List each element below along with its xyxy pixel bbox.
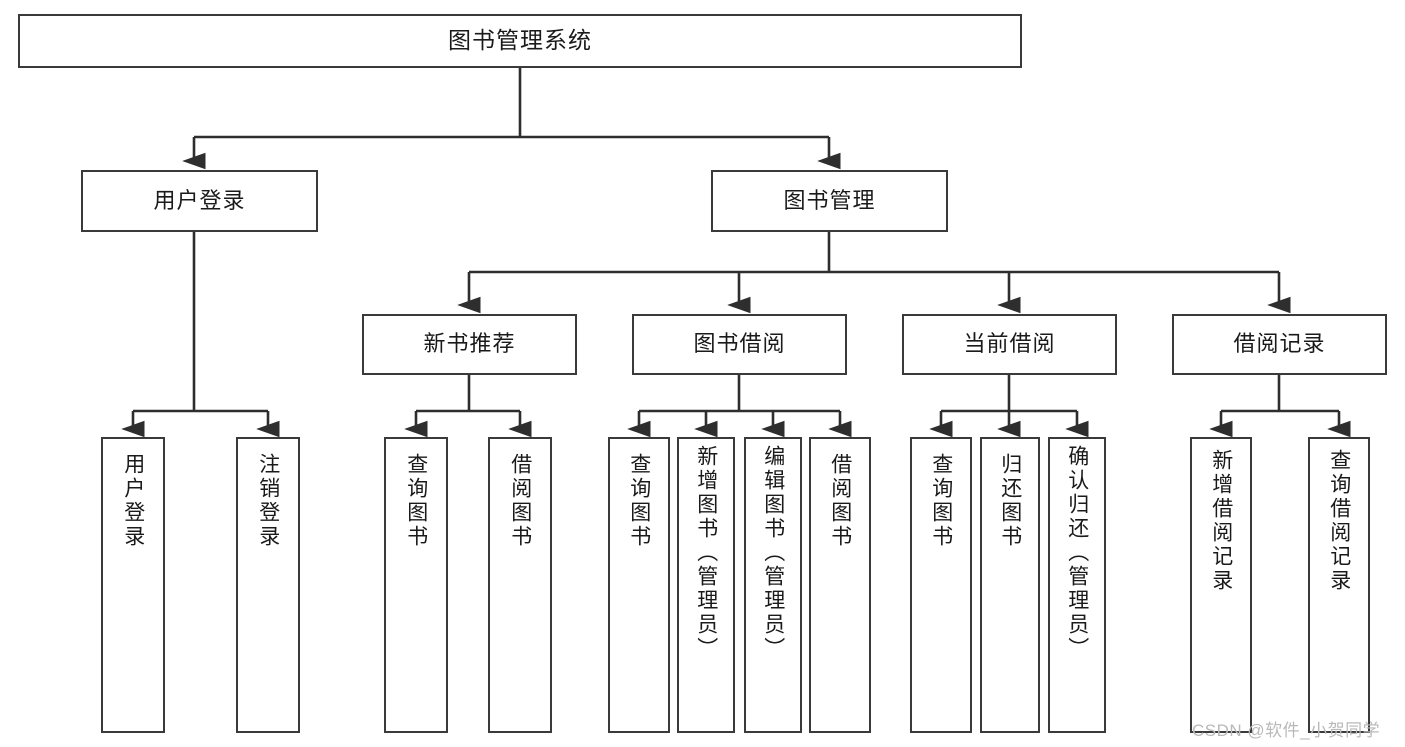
node-leaf-logout-login[interactable]: 注销登录: [236, 437, 300, 733]
node-leaf-borrow-book-1-label: 借阅图书: [508, 453, 532, 549]
node-current-borrow-label: 当前借阅: [963, 331, 1056, 357]
node-leaf-query-book-2[interactable]: 查询图书: [608, 437, 670, 733]
node-book-management[interactable]: 图书管理: [711, 170, 948, 232]
node-user-login-label: 用户登录: [153, 187, 246, 213]
node-borrow-record-label: 借阅记录: [1233, 331, 1326, 357]
node-leaf-query-book-3[interactable]: 查询图书: [910, 437, 972, 733]
node-leaf-add-book[interactable]: 新增图书（管理员）: [677, 437, 735, 733]
node-book-borrow-label: 图书借阅: [693, 331, 786, 357]
node-leaf-borrow-book-2[interactable]: 借阅图书: [809, 437, 871, 733]
node-leaf-confirm-return-label: 确认归还（管理员）: [1065, 445, 1089, 661]
node-leaf-logout-login-label: 注销登录: [256, 453, 280, 549]
node-new-book-recommend[interactable]: 新书推荐: [362, 314, 577, 375]
node-leaf-user-login[interactable]: 用户登录: [101, 437, 165, 733]
node-leaf-return-book-label: 归还图书: [998, 453, 1022, 549]
node-root[interactable]: 图书管理系统: [18, 14, 1022, 68]
node-leaf-user-login-label: 用户登录: [121, 453, 145, 549]
node-leaf-confirm-return[interactable]: 确认归还（管理员）: [1048, 437, 1106, 733]
node-leaf-query-book-2-label: 查询图书: [627, 453, 651, 549]
node-leaf-query-book-1-label: 查询图书: [404, 453, 428, 549]
node-leaf-borrow-book-2-label: 借阅图书: [828, 453, 852, 549]
node-leaf-return-book[interactable]: 归还图书: [980, 437, 1040, 733]
node-leaf-query-book-1[interactable]: 查询图书: [384, 437, 448, 733]
node-root-label: 图书管理系统: [448, 27, 592, 54]
node-leaf-query-book-3-label: 查询图书: [929, 453, 953, 549]
node-leaf-query-record-label: 查询借阅记录: [1327, 449, 1351, 593]
node-leaf-query-record[interactable]: 查询借阅记录: [1308, 437, 1370, 733]
node-leaf-add-book-label: 新增图书（管理员）: [694, 445, 718, 661]
node-leaf-edit-book-label: 编辑图书（管理员）: [761, 445, 785, 661]
node-book-borrow[interactable]: 图书借阅: [632, 314, 847, 375]
node-current-borrow[interactable]: 当前借阅: [902, 314, 1117, 375]
node-leaf-add-record[interactable]: 新增借阅记录: [1190, 437, 1252, 733]
node-leaf-borrow-book-1[interactable]: 借阅图书: [488, 437, 552, 733]
node-borrow-record[interactable]: 借阅记录: [1172, 314, 1387, 375]
node-book-management-label: 图书管理: [783, 187, 876, 213]
node-leaf-add-record-label: 新增借阅记录: [1209, 449, 1233, 593]
node-new-book-recommend-label: 新书推荐: [423, 331, 516, 357]
node-user-login[interactable]: 用户登录: [81, 170, 318, 232]
watermark-text: CSDN @软件_小贺同学: [1192, 721, 1381, 740]
node-leaf-edit-book[interactable]: 编辑图书（管理员）: [744, 437, 802, 733]
